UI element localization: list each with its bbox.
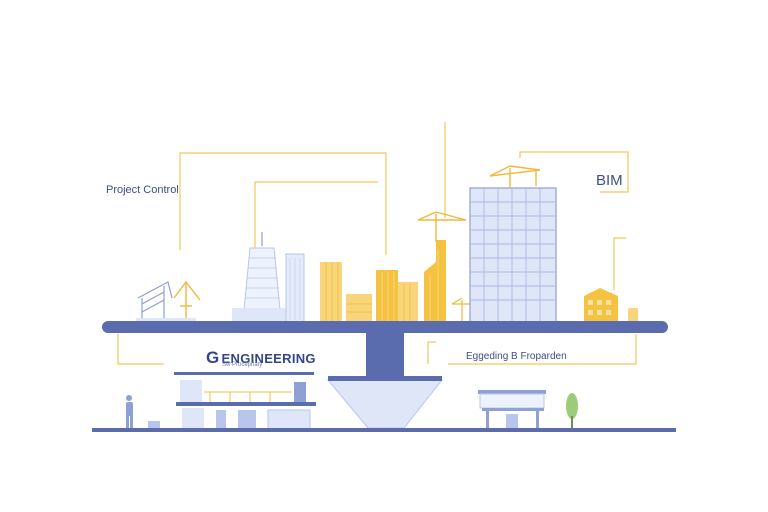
right-process-label: Eggeding B Froparden <box>466 351 567 362</box>
main-platform <box>102 321 668 333</box>
connector-bim <box>519 151 629 193</box>
glass-office-tower <box>469 187 557 323</box>
connector-middle <box>254 181 378 250</box>
connector-left-bottom <box>117 334 164 365</box>
platform-column <box>366 333 404 377</box>
engineering-initial: G <box>206 348 220 367</box>
person-icon <box>126 395 133 429</box>
engineering-building <box>174 372 316 431</box>
engineering-word: ENGINEERING <box>221 351 316 366</box>
crane-icon <box>137 281 173 320</box>
gold-house <box>584 288 638 322</box>
glass-tower-small <box>285 253 305 323</box>
tower-crane-icon <box>489 165 541 188</box>
tower-crane-icon <box>173 280 201 322</box>
connector-project-control <box>179 152 387 255</box>
connector-right-mid <box>427 341 436 364</box>
project-control-label: Project Control <box>106 184 179 196</box>
pavilion-building <box>478 390 546 429</box>
funnel-base <box>326 379 444 429</box>
connector-lines <box>117 122 637 365</box>
connector-right-bottom <box>448 334 637 365</box>
tower-crane-icon <box>417 211 467 242</box>
connector-right-small <box>613 237 626 290</box>
ground-line <box>92 428 676 432</box>
gold-buildings <box>320 240 446 322</box>
bim-label: BIM <box>596 172 623 189</box>
spire-tower <box>232 232 286 322</box>
tree-icon <box>566 393 578 429</box>
engineering-sublabel: Sw Procepriaty <box>222 362 263 368</box>
